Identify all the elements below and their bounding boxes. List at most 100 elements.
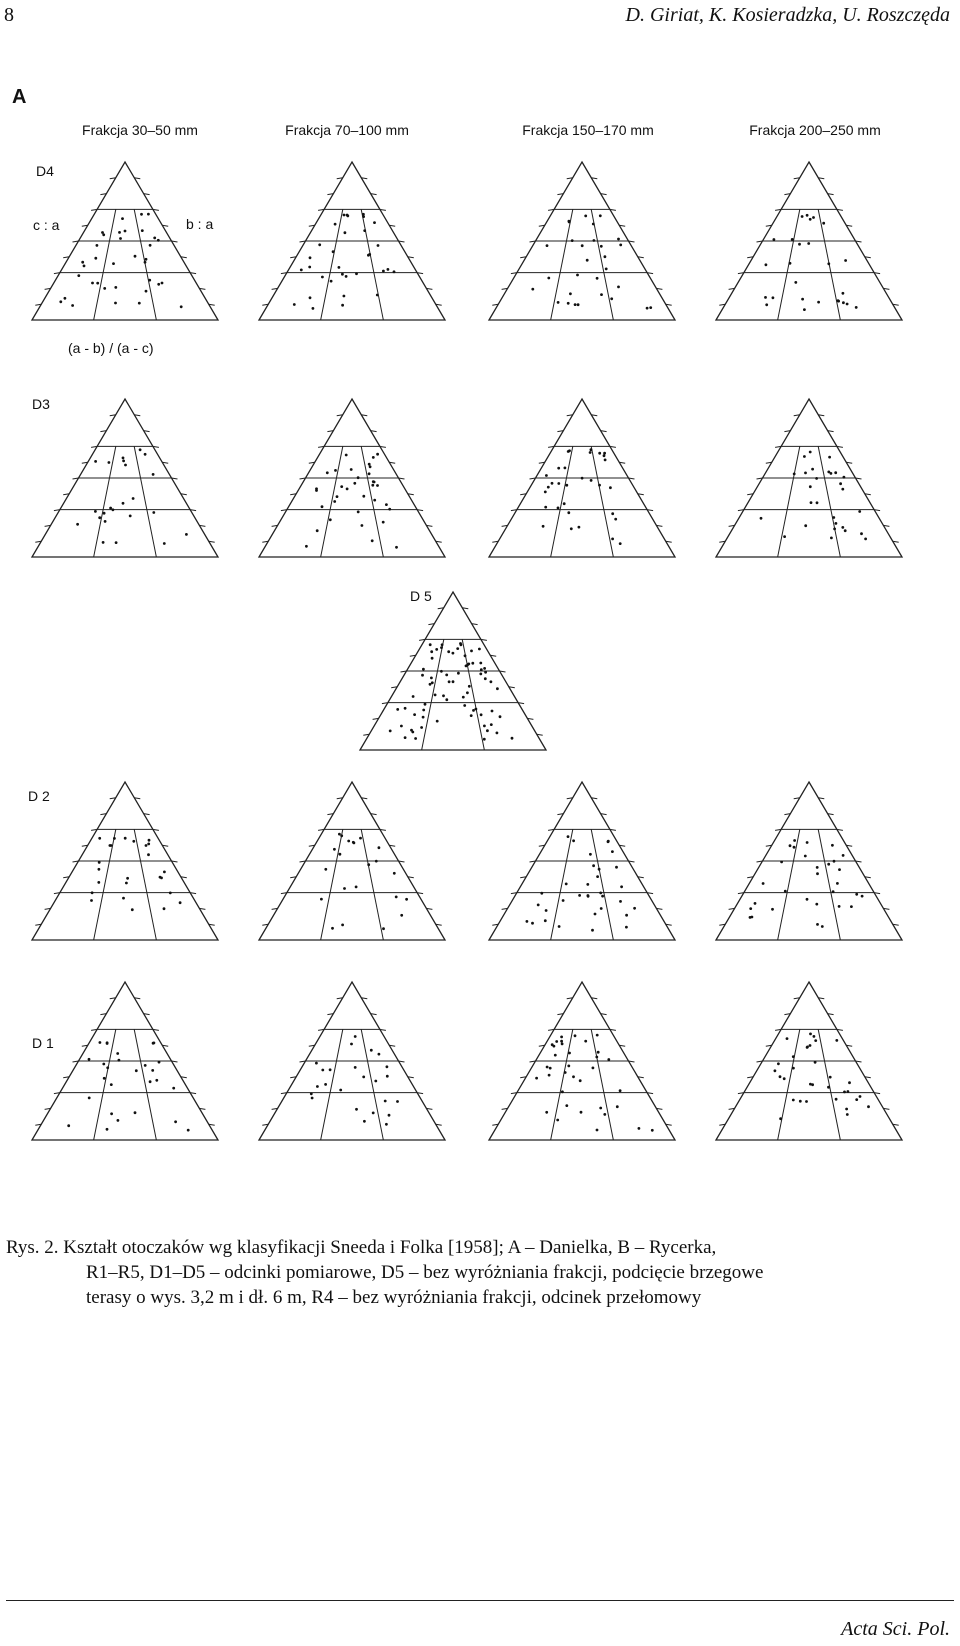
data-point [328,518,332,522]
data-point [445,673,449,677]
data-point [76,522,79,526]
data-point [121,456,125,460]
data-point [121,217,124,220]
data-point [603,255,607,259]
data-point [134,1069,138,1073]
data-point [525,920,529,923]
data-point [400,913,404,917]
data-point [854,306,858,309]
data-point [815,477,818,480]
data-point [599,907,603,910]
data-point [178,901,182,905]
data-point [557,466,561,470]
data-point [396,708,400,711]
data-point [603,1113,607,1116]
ternary-d4-70-100 [257,160,447,321]
axis-label-b-over-a: b : a [186,216,214,232]
data-point [168,891,172,895]
data-point [403,736,407,739]
data-point [428,682,432,686]
data-point [435,648,439,651]
data-point [838,868,841,871]
data-point [645,306,649,310]
data-point [433,693,437,697]
data-point [836,299,840,303]
data-point [611,537,614,541]
column-header-70-100: Frakcja 70–100 mm [285,122,409,138]
data-point [783,889,787,893]
data-point [346,214,350,218]
data-point [560,1035,563,1039]
data-point [122,459,125,463]
data-point [828,1075,832,1079]
data-point [541,524,545,528]
data-point [832,859,836,863]
data-point [569,527,573,531]
data-point [96,281,100,285]
page-number: 8 [4,4,14,26]
data-point [148,243,152,247]
data-point [597,867,601,871]
data-point [396,1100,399,1103]
column-header-150-170: Frakcja 150–170 mm [522,122,654,138]
data-point [816,923,819,926]
data-point [567,219,571,223]
data-point [98,1041,102,1044]
data-point [355,272,358,276]
data-point [834,522,838,525]
data-point [461,695,465,699]
data-point [137,301,141,305]
data-point [148,278,152,282]
data-point [563,466,567,470]
data-point [160,281,164,285]
data-point [761,882,765,885]
data-point [568,1051,571,1055]
data-point [430,656,434,660]
data-point [822,221,826,225]
data-point [625,925,628,929]
data-point [337,266,341,269]
data-point [373,221,376,224]
data-point [567,511,571,515]
data-point [603,458,607,462]
data-point [580,244,584,248]
data-point [376,244,380,247]
data-point [483,677,487,681]
data-point [143,260,147,264]
data-point [548,1066,552,1070]
data-point [792,845,796,849]
data-point [367,863,371,867]
data-point [374,859,378,863]
data-point [779,1117,782,1121]
data-point [791,1055,795,1058]
data-point [858,1095,862,1098]
data-point [340,834,344,838]
data-point [812,216,815,219]
data-point [599,1106,603,1110]
data-point [467,684,471,688]
data-point [156,238,160,242]
data-point [599,891,603,895]
data-point [102,1076,106,1080]
data-point [385,1122,388,1126]
data-point [395,545,398,549]
data-point [832,516,836,519]
data-point [119,237,122,240]
data-point [469,714,473,717]
ternary-d2-70-100 [257,780,447,941]
data-point [117,1058,121,1062]
data-point [848,1081,851,1085]
data-point [864,537,867,541]
data-point [816,872,819,876]
data-point [798,242,801,246]
data-point [360,524,364,527]
data-point [356,476,360,480]
data-point [812,1035,816,1038]
data-point [87,1057,91,1061]
data-point [486,729,489,733]
data-point [155,1078,159,1082]
data-point [422,667,425,671]
data-point [311,307,315,310]
data-point [637,1127,641,1130]
data-point [102,1062,106,1066]
